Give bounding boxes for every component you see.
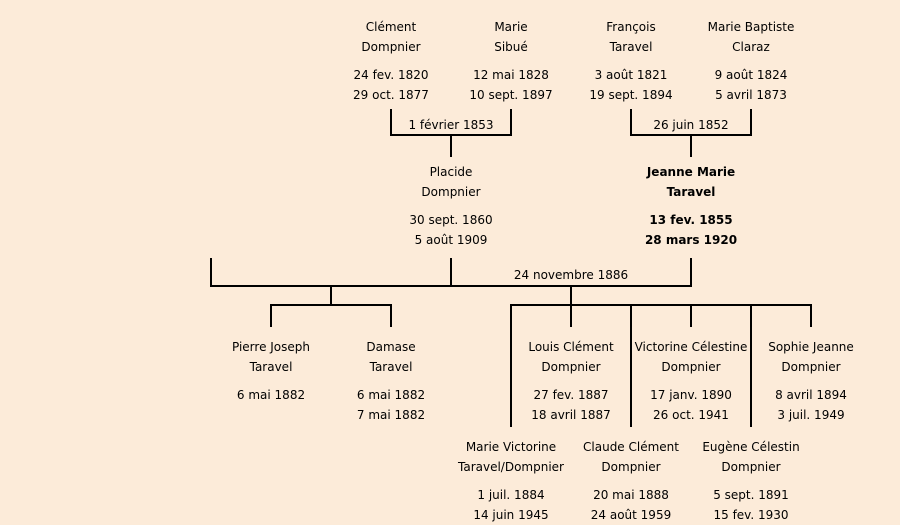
birth-date: 1 juil. 1884: [477, 488, 545, 502]
birth-date: 9 août 1824: [714, 68, 788, 82]
birth-date: 8 avril 1894: [775, 388, 847, 402]
death-date: 28 mars 1920: [644, 233, 738, 247]
birth-date: 27 fev. 1887: [533, 388, 609, 402]
person-jeanne-marie-taravel: Jeanne Marie Taravel 13 fev. 1855 28 mar…: [626, 162, 756, 250]
first-name: Pierre Joseph: [231, 340, 311, 354]
first-name: Sophie Jeanne: [768, 340, 854, 354]
person-marie-baptiste-claraz: Marie Baptiste Claraz 9 août 1824 5 avri…: [686, 17, 816, 105]
last-name: Dompnier: [721, 460, 781, 474]
first-name: Damase: [366, 340, 416, 354]
birth-date: 17 janv. 1890: [650, 388, 732, 402]
death-date: 10 sept. 1897: [469, 88, 553, 102]
first-name: Marie: [494, 20, 528, 34]
person-marie-sibue: Marie Sibué 12 mai 1828 10 sept. 1897: [446, 17, 576, 105]
death-date: 24 août 1959: [590, 508, 672, 522]
death-date: 29 oct. 1877: [353, 88, 429, 102]
birth-date: 13 fev. 1855: [649, 213, 733, 227]
birth-date: 3 août 1821: [594, 68, 668, 82]
first-name: Claude Clément: [583, 440, 679, 454]
last-name: Dompnier: [601, 460, 661, 474]
birth-date: 6 mai 1882: [356, 388, 426, 402]
birth-date: 5 sept. 1891: [713, 488, 789, 502]
last-name: Dompnier: [661, 360, 721, 374]
first-name: Jeanne Marie: [646, 165, 736, 179]
person-victorine-celestine-dompnier: Victorine Célestine Dompnier 17 janv. 18…: [626, 337, 756, 425]
birth-date: 24 fev. 1820: [353, 68, 429, 82]
last-name: Dompnier: [421, 185, 481, 199]
death-date: 14 juin 1945: [473, 508, 549, 522]
last-name: Taravel/Dompnier: [458, 460, 564, 474]
marriage-date-dompnier-sibue: 1 février 1853: [408, 118, 494, 132]
death-date: 5 août 1909: [414, 233, 488, 247]
person-clement-dompnier: Clément Dompnier 24 fev. 1820 29 oct. 18…: [326, 17, 456, 105]
death-date: 19 sept. 1894: [589, 88, 673, 102]
last-name: Dompnier: [781, 360, 841, 374]
death-date: 26 oct. 1941: [653, 408, 729, 422]
last-name: Taravel: [369, 360, 413, 374]
person-louis-clement-dompnier: Louis Clément Dompnier 27 fev. 1887 18 a…: [506, 337, 636, 425]
last-name: Dompnier: [541, 360, 601, 374]
first-name: Placide: [429, 165, 473, 179]
person-claude-clement-dompnier: Claude Clément Dompnier 20 mai 1888 24 a…: [566, 437, 696, 525]
death-date: 3 juil. 1949: [777, 408, 845, 422]
first-name: Marie Baptiste: [707, 20, 795, 34]
birth-date: 30 sept. 1860: [409, 213, 493, 227]
person-damase-taravel: Damase Taravel 6 mai 1882 7 mai 1882: [326, 337, 456, 425]
last-name: Taravel: [249, 360, 293, 374]
death-date: 15 fev. 1930: [713, 508, 789, 522]
death-date: 18 avril 1887: [531, 408, 611, 422]
death-date: 7 mai 1882: [356, 408, 426, 422]
first-name: Victorine Célestine: [634, 340, 748, 354]
person-eugene-celestin-dompnier: Eugène Célestin Dompnier 5 sept. 1891 15…: [686, 437, 816, 525]
first-name: Louis Clément: [528, 340, 614, 354]
person-francois-taravel: François Taravel 3 août 1821 19 sept. 18…: [566, 17, 696, 105]
person-pierre-joseph-taravel: Pierre Joseph Taravel 6 mai 1882: [206, 337, 336, 405]
first-name: Eugène Célestin: [702, 440, 800, 454]
marriage-date-taravel-claraz: 26 juin 1852: [653, 118, 729, 132]
birth-date: 12 mai 1828: [473, 68, 549, 82]
birth-date: 6 mai 1882: [236, 388, 306, 402]
person-sophie-jeanne-dompnier: Sophie Jeanne Dompnier 8 avril 1894 3 ju…: [746, 337, 876, 425]
person-marie-victorine-taravel-dompnier: Marie Victorine Taravel/Dompnier 1 juil.…: [446, 437, 576, 525]
birth-date: 20 mai 1888: [593, 488, 669, 502]
death-date: 5 avril 1873: [715, 88, 787, 102]
last-name: Claraz: [732, 40, 770, 54]
first-name: Marie Victorine: [465, 440, 557, 454]
last-name: Dompnier: [361, 40, 421, 54]
last-name: Taravel: [666, 185, 716, 199]
last-name: Sibué: [494, 40, 528, 54]
marriage-date-placide-jeanne: 24 novembre 1886: [513, 268, 629, 282]
first-name: Clément: [365, 20, 417, 34]
person-placide-dompnier: Placide Dompnier 30 sept. 1860 5 août 19…: [386, 162, 516, 250]
first-name: François: [606, 20, 656, 34]
last-name: Taravel: [609, 40, 653, 54]
